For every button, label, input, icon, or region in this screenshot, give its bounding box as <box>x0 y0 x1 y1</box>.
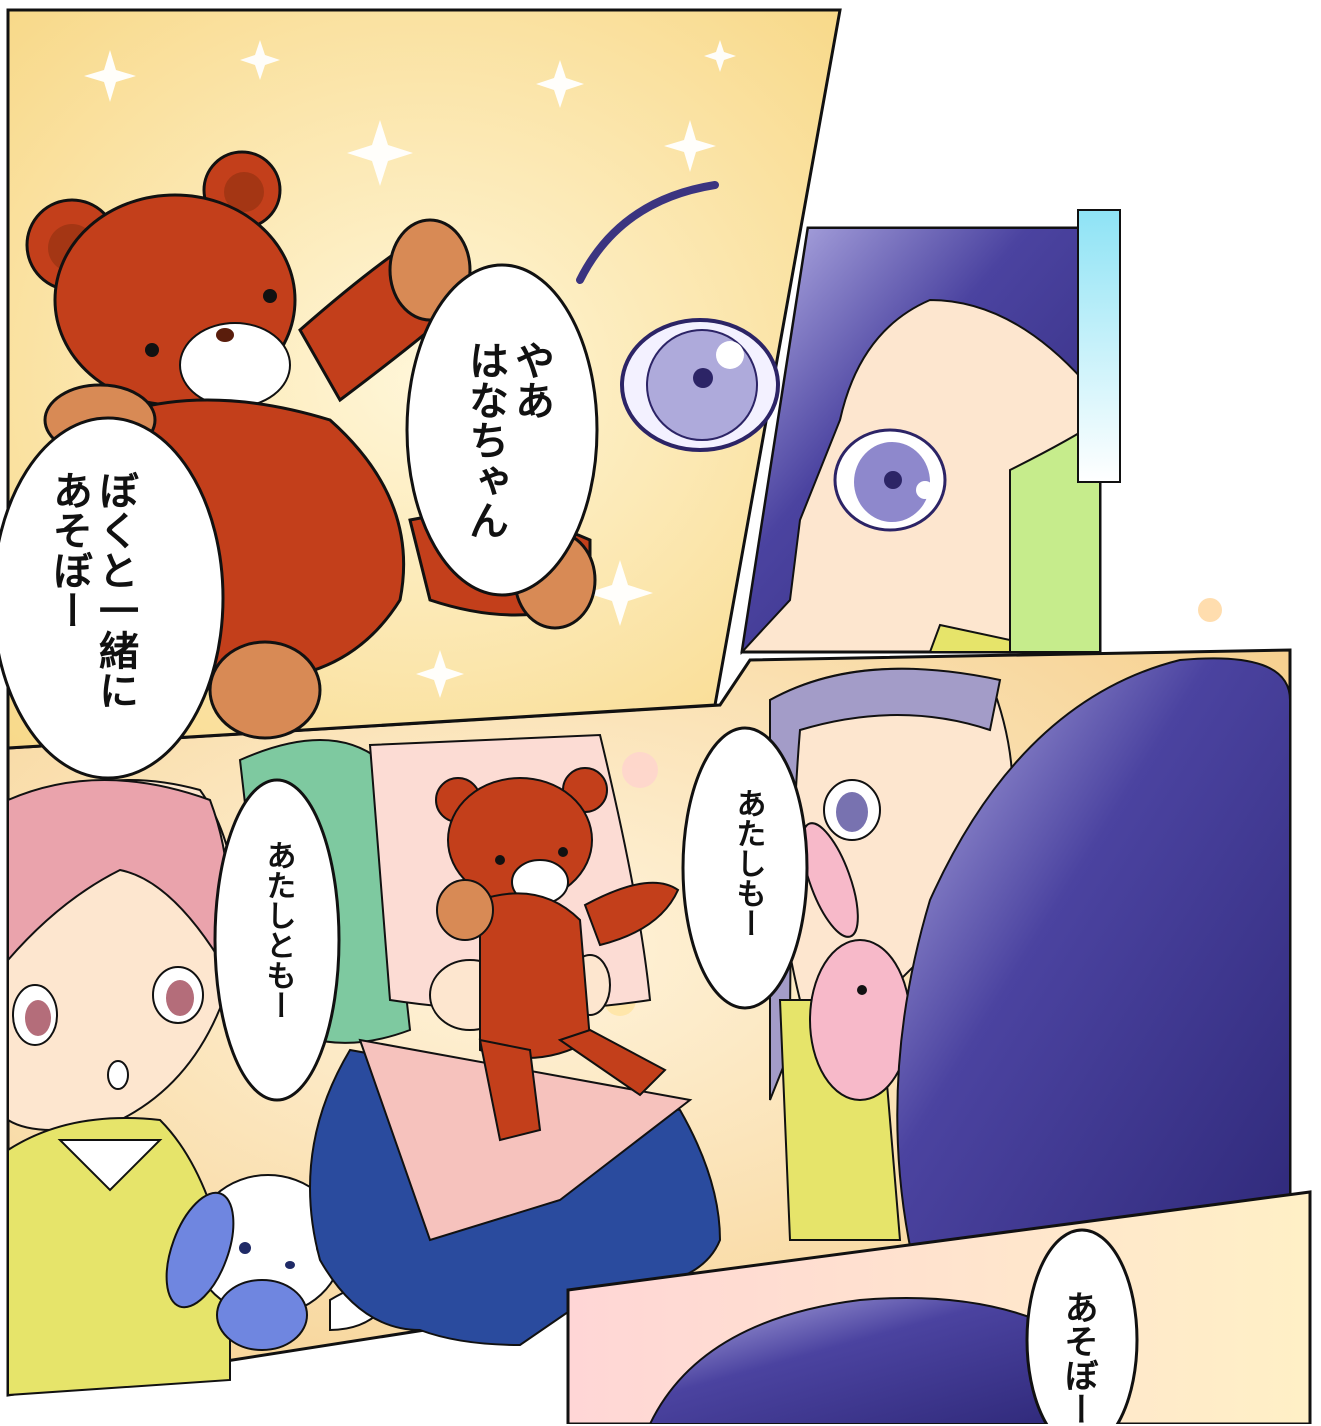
bubble-girl-right <box>681 726 809 1010</box>
bubble-girl-left <box>213 778 341 1102</box>
girl-right-line-1: あたしもー <box>730 788 766 938</box>
pink-haired-girl <box>7 779 237 1397</box>
speech-bubbles <box>0 263 1139 1424</box>
bear-invite-line-1: ぼくと一緒に <box>92 470 138 710</box>
bubble-bear-invite <box>0 416 225 780</box>
bear-greeting-text: やあ はなちゃん <box>462 340 554 540</box>
bottom-bubble-text: あそぼー <box>1058 1290 1099 1426</box>
bubble-bottom <box>1025 1228 1139 1424</box>
bubble-bear-greeting <box>405 263 599 597</box>
bear-invite-line-2: あそぼー <box>46 470 92 630</box>
girl-left-line-1: あたしともー <box>260 840 296 1020</box>
blue-haired-girl-closeup <box>740 209 1121 656</box>
girl-left-text: あたしともー <box>260 840 296 1020</box>
girl-right-text: あたしもー <box>730 788 766 938</box>
small-teddy-bear <box>435 767 680 1142</box>
bear-invite-text: ぼくと一緒に あそぼー <box>46 470 138 710</box>
bottom-line-1: あそぼー <box>1058 1290 1099 1426</box>
bear-greeting-line-1: やあ <box>508 340 554 420</box>
bear-greeting-line-2: はなちゃん <box>462 340 508 540</box>
